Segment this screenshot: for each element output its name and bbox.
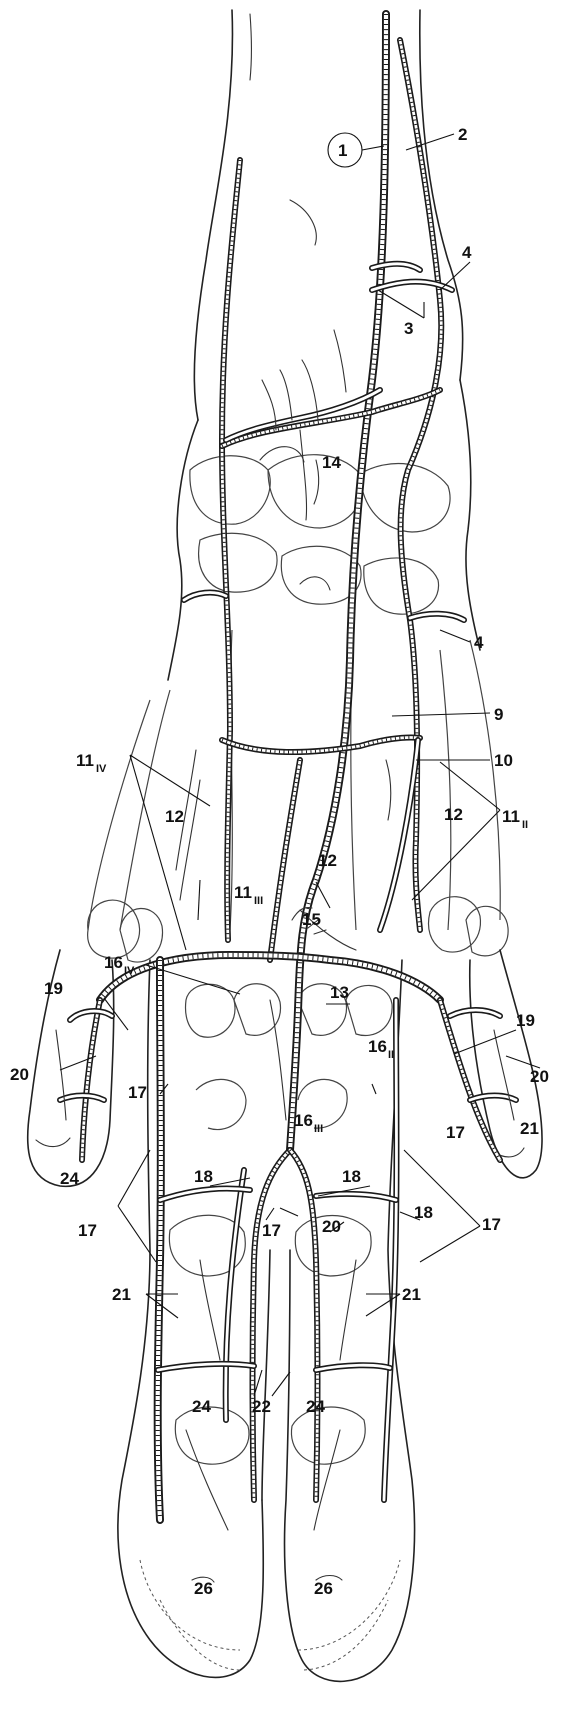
- label-19-left: 19: [44, 979, 63, 998]
- svg-text:16: 16: [368, 1037, 387, 1056]
- label-10: 10: [494, 751, 513, 770]
- svg-text:IV: IV: [124, 965, 135, 977]
- label-16-iv: 16 IV: [104, 953, 135, 977]
- label-18-right: 18: [414, 1203, 433, 1222]
- label-11-ii: 11 II: [502, 807, 528, 831]
- label-13: 13: [330, 983, 349, 1002]
- label-24-center-left: 24: [192, 1397, 211, 1416]
- svg-text:11: 11: [502, 807, 520, 826]
- label-22: 22: [252, 1397, 271, 1416]
- svg-text:16: 16: [104, 953, 123, 972]
- label-4-top: 4: [462, 243, 472, 262]
- label-17-bottom-center: 17: [262, 1221, 281, 1240]
- label-2: 2: [458, 125, 467, 144]
- svg-text:II: II: [388, 1049, 394, 1061]
- label-1: 1: [338, 141, 347, 160]
- label-26-right: 26: [314, 1579, 333, 1598]
- label-12-right: 12: [444, 805, 463, 824]
- label-17-right: 17: [446, 1123, 465, 1142]
- label-11-iv: 11 IV: [76, 751, 107, 775]
- label-24-center-right: 24: [306, 1397, 325, 1416]
- label-12-left: 12: [165, 807, 184, 826]
- label-21-right: 21: [520, 1119, 539, 1138]
- label-24-left: 24: [60, 1169, 79, 1188]
- label-18-left: 18: [194, 1167, 213, 1186]
- label-3: 3: [404, 319, 413, 338]
- label-17-left: 17: [128, 1083, 147, 1102]
- svg-text:11: 11: [234, 883, 252, 902]
- label-15: 15: [302, 910, 321, 929]
- label-20-left: 20: [10, 1065, 29, 1084]
- svg-text:11: 11: [76, 751, 94, 770]
- label-20-right: 20: [530, 1067, 549, 1086]
- label-17-bottom-left: 17: [78, 1221, 97, 1240]
- label-26-left: 26: [194, 1579, 213, 1598]
- branches: [56, 330, 514, 1530]
- label-9: 9: [494, 705, 503, 724]
- label-19-right: 19: [516, 1011, 535, 1030]
- svg-text:III: III: [254, 895, 263, 907]
- label-16-ii: 16 II: [368, 1037, 394, 1061]
- labels: 1 2 4 3 14 4 9 10 11 IV 12 12 11 II 12 1…: [10, 125, 549, 1598]
- svg-text:16: 16: [294, 1111, 313, 1130]
- label-12-center: 12: [318, 851, 337, 870]
- label-21-left: 21: [112, 1285, 131, 1304]
- svg-text:III: III: [314, 1123, 323, 1135]
- label-18-center: 18: [342, 1167, 361, 1186]
- label-20-center: 20: [322, 1217, 341, 1236]
- label-21-center: 21: [402, 1285, 421, 1304]
- label-14: 14: [322, 453, 341, 472]
- svg-text:II: II: [522, 819, 528, 831]
- label-11-iii: 11 III: [234, 883, 263, 907]
- label-17-bottom-right: 17: [482, 1215, 501, 1234]
- label-4-mid: 4: [474, 633, 484, 652]
- label-16-iii: 16 III: [294, 1111, 323, 1135]
- svg-text:IV: IV: [96, 763, 107, 775]
